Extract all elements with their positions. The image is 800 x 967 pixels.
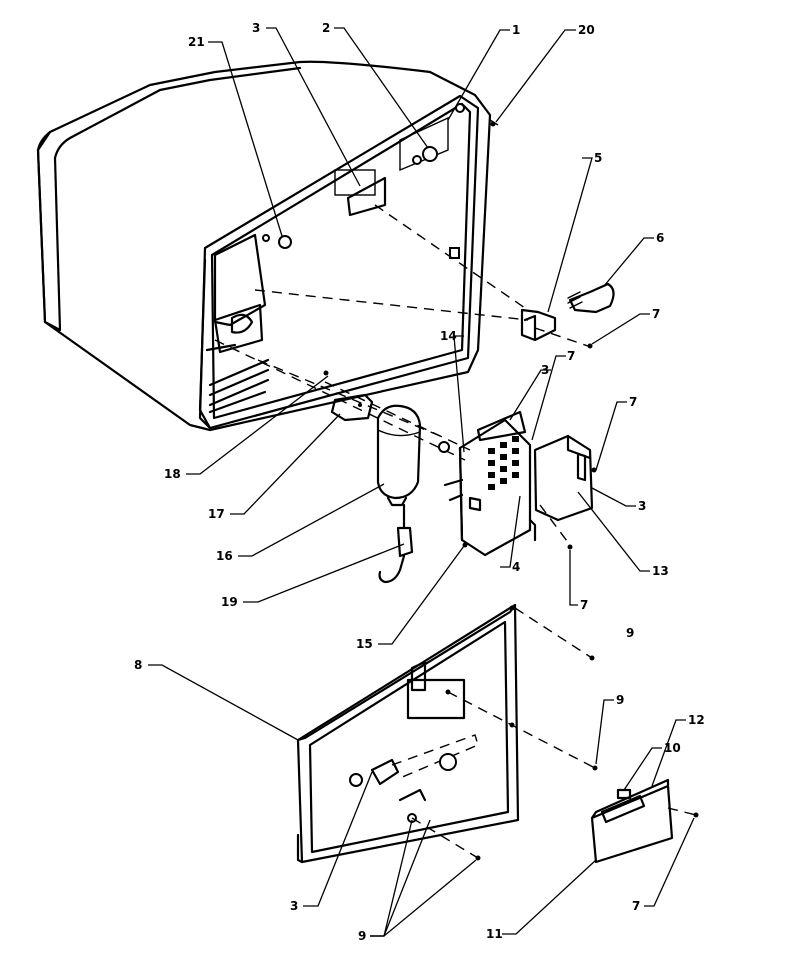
callout-7-a: 7 [652,307,660,321]
part-19-wire [378,503,414,584]
part-9-screw-c [475,855,481,861]
assembly-line-10 [447,691,596,769]
callout-2: 2 [322,21,330,35]
part-13-cover [533,434,597,522]
callout-13: 13 [652,564,669,578]
callout-3-mid: 3 [541,363,549,377]
callout-21: 21 [188,35,205,49]
assembly-line-12 [667,807,697,816]
part-17-bracket [330,393,374,422]
callout-5: 5 [594,151,602,165]
part-8-back-panel [296,603,520,864]
part-7-screw-b [567,544,573,550]
callout-7-e: 7 [632,899,640,913]
callout-14: 14 [440,329,457,343]
part-6-bolt [567,282,615,314]
callout-19: 19 [221,595,238,609]
callout-15: 15 [356,637,373,651]
callout-7-c: 7 [629,395,637,409]
callout-17: 17 [208,507,225,521]
callout-7-d: 7 [580,598,588,612]
callout-1: 1 [512,23,520,37]
callout-20: 20 [578,23,595,37]
assembly-line-9 [514,607,593,659]
assembly-line-2 [254,289,529,321]
callout-16: 16 [216,549,233,563]
assembly-line-4 [324,381,471,451]
callout-18: 18 [164,467,181,481]
callout-3-bottom: 3 [290,899,298,913]
callout-labels: 21 3 2 1 20 5 6 7 14 3 7 7 18 17 16 19 1… [134,21,705,943]
callout-9-a: 9 [626,626,634,640]
cabinet-housing [36,60,492,432]
part-18-screw [323,370,329,376]
assembly-line-1 [374,204,526,309]
part-9-screw-a [589,655,595,661]
part-20-screw [490,121,496,127]
callout-4: 4 [512,560,520,574]
callout-6: 6 [656,231,664,245]
callout-11: 11 [486,927,503,941]
callout-10: 10 [664,741,681,755]
callout-9-b: 9 [616,693,624,707]
part-16-cylinder [376,404,422,507]
callout-9-c: 9 [358,929,366,943]
part-11-card [590,778,674,864]
callout-12: 12 [688,713,705,727]
part-5-clip [520,308,557,342]
callout-3-right: 3 [638,499,646,513]
keypad-grid [488,436,519,490]
callout-8: 8 [134,658,142,672]
washer [438,441,450,453]
part-9-screw-b [592,765,598,771]
leader-lines [148,27,695,937]
assembly-line-11 [411,817,479,859]
assembly-line-7 [534,327,589,347]
part-7-screw-a [587,343,593,349]
part-7-screw-c [693,812,699,818]
callout-7-b: 7 [567,349,575,363]
callout-3-top: 3 [252,21,260,35]
keypad-module [443,410,537,557]
assembly-line-8 [539,504,571,546]
